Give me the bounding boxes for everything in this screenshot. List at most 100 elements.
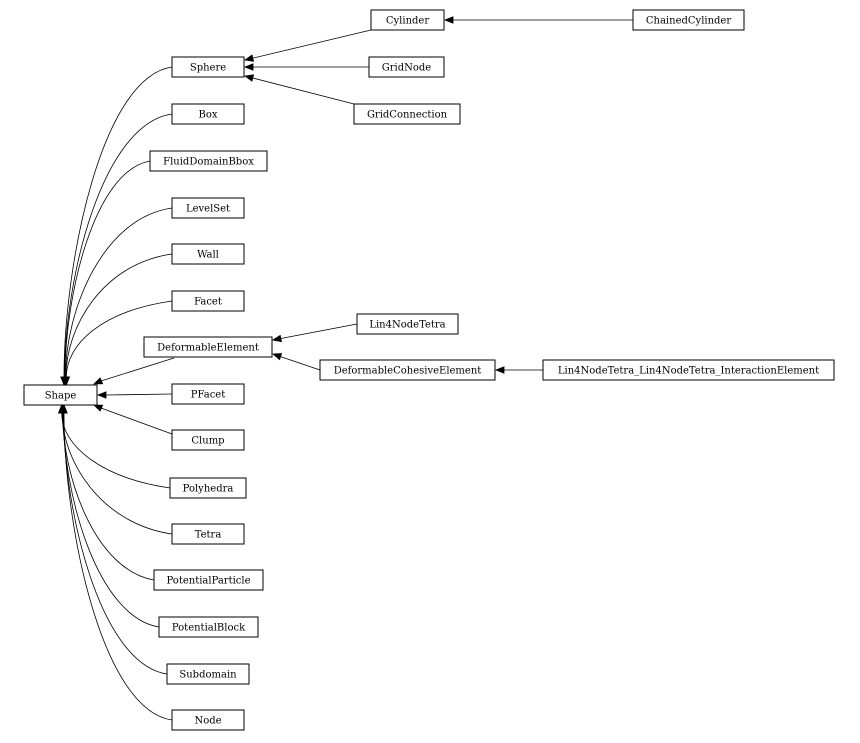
arrowhead-icon bbox=[271, 353, 283, 361]
node-label: ChainedCylinder bbox=[646, 16, 731, 27]
node-box bbox=[171, 429, 245, 451]
node-potential-particle[interactable]: PotentialParticle bbox=[153, 569, 264, 591]
node-box bbox=[542, 359, 835, 381]
edge-line bbox=[62, 412, 160, 628]
edge-line bbox=[61, 412, 171, 489]
node-subdomain[interactable]: Subdomain bbox=[166, 663, 250, 685]
edge-deformable_element-to-shape bbox=[93, 357, 175, 385]
node-box bbox=[353, 103, 461, 125]
node-shape[interactable]: Shape bbox=[23, 384, 98, 406]
node-level-set[interactable]: LevelSet bbox=[171, 197, 245, 219]
node-polyhedra[interactable]: Polyhedra bbox=[169, 477, 247, 499]
node-sphere[interactable]: Sphere bbox=[171, 56, 245, 78]
edge-polyhedra-to-shape bbox=[57, 403, 171, 489]
node-box bbox=[356, 313, 459, 335]
arrowhead-icon bbox=[96, 391, 107, 399]
node-box bbox=[171, 56, 245, 78]
arrowhead-icon bbox=[243, 54, 255, 62]
node-label: Shape bbox=[45, 391, 77, 402]
arrowhead-icon bbox=[60, 403, 68, 414]
node-label: Node bbox=[194, 716, 221, 727]
node-node[interactable]: Node bbox=[171, 709, 245, 731]
edge-pfacet-to-shape bbox=[96, 391, 173, 399]
node-deformable-cohesive-element[interactable]: DeformableCohesiveElement bbox=[319, 359, 496, 381]
node-wall[interactable]: Wall bbox=[171, 243, 245, 265]
node-label: Lin4NodeTetra_Lin4NodeTetra_InteractionE… bbox=[558, 366, 819, 377]
edge-line bbox=[252, 29, 372, 59]
node-label: LevelSet bbox=[186, 204, 230, 215]
node-box bbox=[368, 56, 445, 78]
edge-line bbox=[63, 66, 173, 378]
edge-line bbox=[105, 393, 173, 396]
node-pfacet[interactable]: PFacet bbox=[171, 383, 245, 405]
arrowhead-icon bbox=[93, 404, 104, 412]
node-grid-connection[interactable]: GridConnection bbox=[353, 103, 461, 125]
edge-potential_particle-to-shape bbox=[58, 403, 155, 581]
node-label: Cylinder bbox=[386, 16, 429, 27]
edge-grid_node-to-sphere bbox=[243, 63, 369, 71]
arrowhead-icon bbox=[271, 334, 282, 343]
edge-line bbox=[65, 253, 173, 378]
node-box bbox=[149, 150, 268, 172]
node-label: Tetra bbox=[195, 530, 222, 541]
node-box bbox=[319, 359, 496, 381]
edge-line bbox=[63, 412, 168, 675]
node-clump[interactable]: Clump bbox=[171, 429, 245, 451]
node-box bbox=[171, 709, 245, 731]
arrowhead-icon bbox=[243, 74, 255, 82]
edge-cylinder-to-sphere bbox=[243, 29, 372, 62]
node-deformable-element[interactable]: DeformableElement bbox=[143, 336, 273, 358]
node-box bbox=[171, 103, 245, 125]
node-box bbox=[158, 616, 259, 638]
edge-lin4_interaction-to-deformable_cohesive_element bbox=[494, 366, 543, 374]
node-label: Clump bbox=[191, 436, 224, 447]
edge-fluid_domain_bbox-to-shape bbox=[61, 160, 151, 387]
edge-line bbox=[100, 407, 173, 435]
edge-line bbox=[62, 412, 155, 581]
node-chained-cylinder[interactable]: ChainedCylinder bbox=[632, 9, 745, 31]
node-box[interactable]: Box bbox=[171, 103, 245, 125]
node-box bbox=[632, 9, 745, 31]
node-box bbox=[171, 383, 245, 405]
node-tetra[interactable]: Tetra bbox=[171, 523, 245, 545]
edge-potential_block-to-shape bbox=[59, 403, 160, 628]
edge-lin4_node_tetra-to-deformable_element bbox=[271, 323, 358, 343]
edge-line bbox=[280, 356, 321, 371]
edge-line bbox=[64, 160, 151, 378]
node-label: GridNode bbox=[382, 63, 432, 74]
node-label: Sphere bbox=[190, 63, 226, 74]
node-facet[interactable]: Facet bbox=[171, 290, 245, 312]
edge-deformable_cohesive_element-to-deformable_element bbox=[271, 353, 321, 371]
edge-line bbox=[280, 323, 358, 339]
node-cylinder[interactable]: Cylinder bbox=[370, 9, 445, 31]
arrowhead-icon bbox=[93, 377, 104, 385]
node-potential-block[interactable]: PotentialBlock bbox=[158, 616, 259, 638]
node-label: Wall bbox=[197, 250, 219, 261]
node-fluid-domain-bbox[interactable]: FluidDomainBbox bbox=[149, 150, 268, 172]
node-label: Polyhedra bbox=[183, 484, 234, 495]
node-lin4-interaction[interactable]: Lin4NodeTetra_Lin4NodeTetra_InteractionE… bbox=[542, 359, 835, 381]
edge-tetra-to-shape bbox=[58, 403, 173, 535]
node-box bbox=[171, 243, 245, 265]
node-box bbox=[169, 477, 247, 499]
node-box bbox=[153, 569, 264, 591]
node-lin4-node-tetra[interactable]: Lin4NodeTetra bbox=[356, 313, 459, 335]
node-label: FluidDomainBbox bbox=[163, 157, 254, 168]
edge-line bbox=[100, 357, 175, 382]
edge-line bbox=[252, 77, 355, 105]
node-label: Lin4NodeTetra bbox=[369, 320, 445, 331]
node-grid-node[interactable]: GridNode bbox=[368, 56, 445, 78]
node-label: PotentialBlock bbox=[172, 623, 246, 634]
node-box bbox=[23, 384, 98, 406]
node-box bbox=[166, 663, 250, 685]
node-box bbox=[171, 290, 245, 312]
node-label: Box bbox=[198, 110, 217, 121]
node-label: GridConnection bbox=[367, 110, 448, 121]
edge-chained_cylinder-to-cylinder bbox=[443, 16, 633, 24]
node-label: DeformableElement bbox=[157, 343, 259, 354]
node-box bbox=[171, 197, 245, 219]
edge-wall-to-shape bbox=[62, 253, 173, 387]
nodes-layer: Shape Sphere Cylinder ChainedCylinderGridNo… bbox=[23, 9, 835, 731]
edge-line bbox=[65, 207, 173, 378]
edge-line bbox=[61, 412, 173, 535]
